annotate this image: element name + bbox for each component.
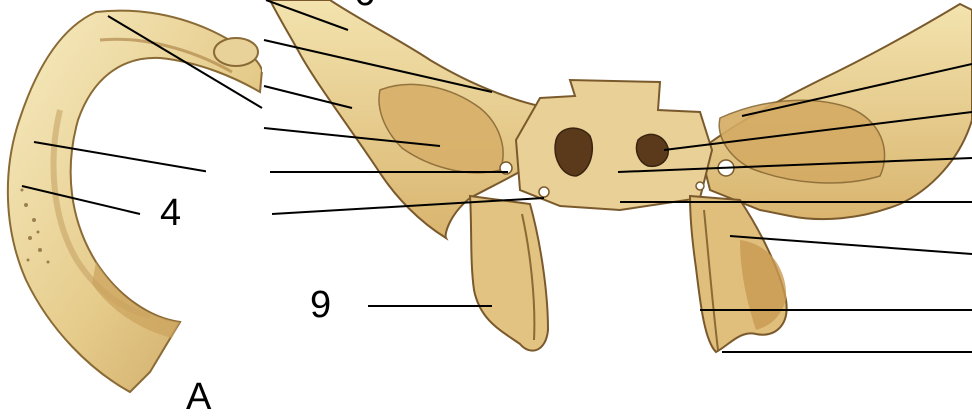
label-partial-bottom: A [186,378,211,416]
anatomy-illustration [0,0,972,396]
label-mask [206,168,266,250]
sphenoid-bone [270,0,972,352]
label-mask [262,52,270,72]
label-number-4: 4 [160,194,181,232]
label-number-9: 9 [310,286,331,324]
label-partial-top: 6 [354,0,375,12]
